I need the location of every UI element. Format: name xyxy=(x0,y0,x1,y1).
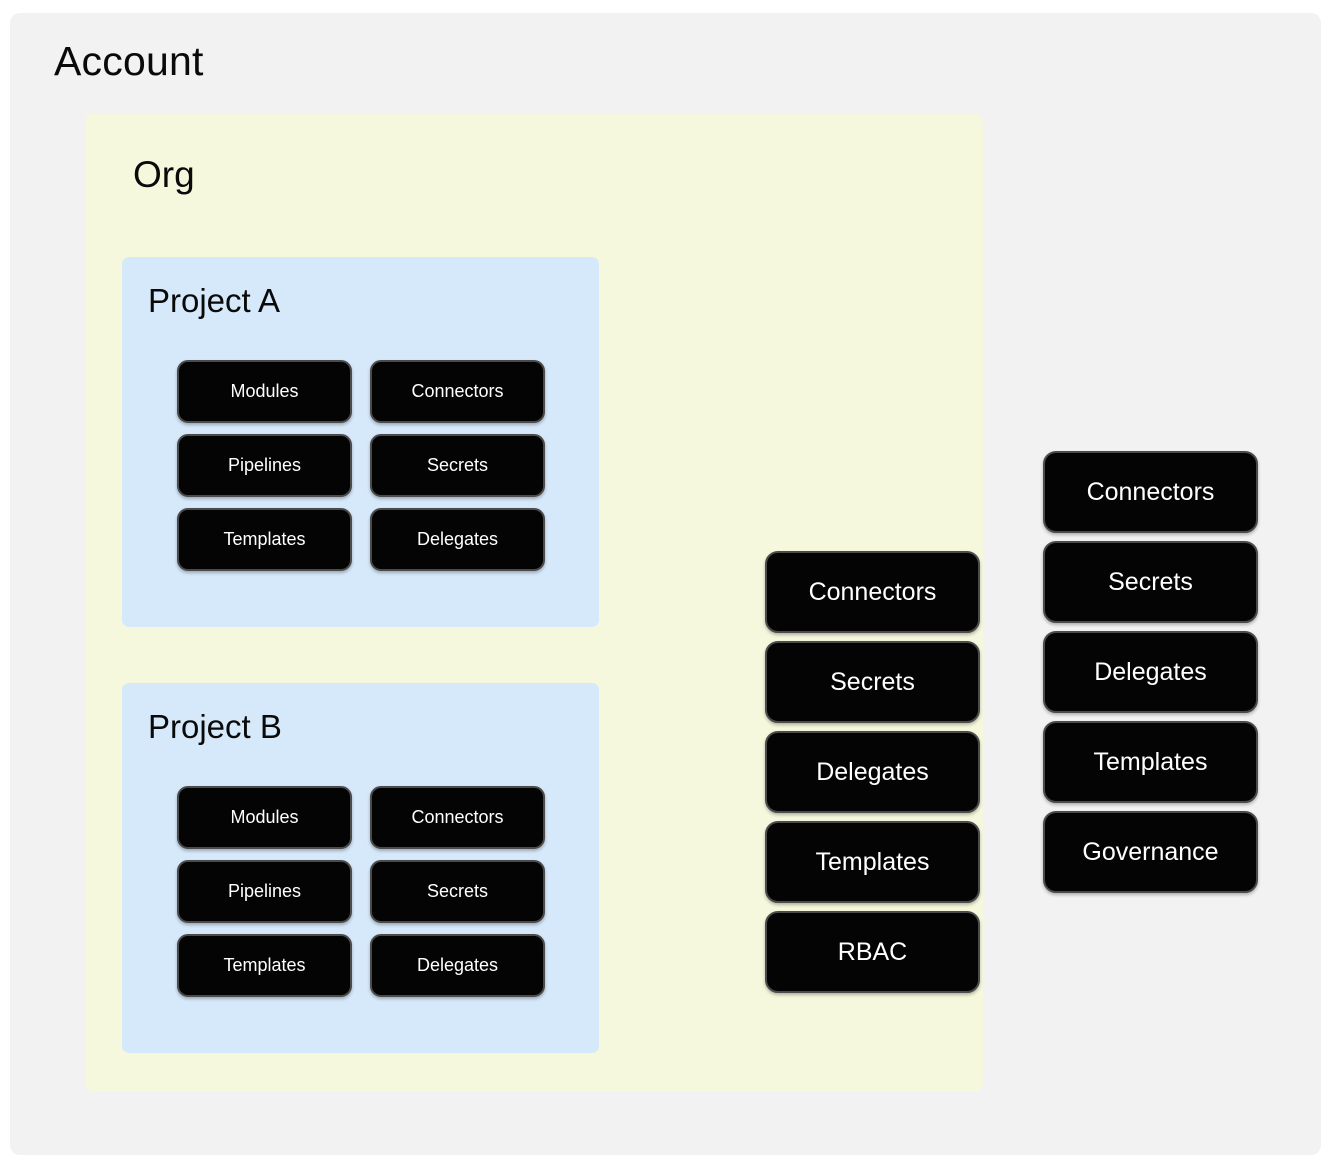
project-a-resource-secrets[interactable]: Secrets xyxy=(370,434,545,497)
account-scope-container: Account Org Project A Modules Connectors… xyxy=(10,13,1321,1155)
org-resource-column: Connectors Secrets Delegates Templates R… xyxy=(765,551,980,993)
project-a-resource-grid: Modules Connectors Pipelines Secrets Tem… xyxy=(177,360,545,571)
account-resource-secrets[interactable]: Secrets xyxy=(1043,541,1258,623)
project-b-title: Project B xyxy=(148,708,282,745)
project-b-resource-connectors[interactable]: Connectors xyxy=(370,786,545,849)
project-b-resource-pipelines[interactable]: Pipelines xyxy=(177,860,352,923)
project-a-resource-templates[interactable]: Templates xyxy=(177,508,352,571)
project-b-resource-secrets[interactable]: Secrets xyxy=(370,860,545,923)
org-resource-connectors[interactable]: Connectors xyxy=(765,551,980,633)
project-a-scope-container: Project A Modules Connectors Pipelines S… xyxy=(122,257,599,627)
org-resource-templates[interactable]: Templates xyxy=(765,821,980,903)
org-scope-container: Org Project A Modules Connectors Pipelin… xyxy=(85,113,983,1092)
project-a-title: Project A xyxy=(148,282,281,319)
org-resource-rbac[interactable]: RBAC xyxy=(765,911,980,993)
org-resource-delegates[interactable]: Delegates xyxy=(765,731,980,813)
project-b-resource-modules[interactable]: Modules xyxy=(177,786,352,849)
project-b-resource-delegates[interactable]: Delegates xyxy=(370,934,545,997)
account-resource-delegates[interactable]: Delegates xyxy=(1043,631,1258,713)
account-resource-column: Connectors Secrets Delegates Templates G… xyxy=(1043,451,1258,893)
project-b-resource-grid: Modules Connectors Pipelines Secrets Tem… xyxy=(177,786,545,997)
account-resource-governance[interactable]: Governance xyxy=(1043,811,1258,893)
project-b-resource-templates[interactable]: Templates xyxy=(177,934,352,997)
project-a-resource-delegates[interactable]: Delegates xyxy=(370,508,545,571)
account-resource-connectors[interactable]: Connectors xyxy=(1043,451,1258,533)
org-resource-secrets[interactable]: Secrets xyxy=(765,641,980,723)
project-a-resource-connectors[interactable]: Connectors xyxy=(370,360,545,423)
project-b-scope-container: Project B Modules Connectors Pipelines S… xyxy=(122,683,599,1053)
account-title: Account xyxy=(54,38,204,84)
project-a-resource-pipelines[interactable]: Pipelines xyxy=(177,434,352,497)
org-title: Org xyxy=(133,154,195,195)
project-a-resource-modules[interactable]: Modules xyxy=(177,360,352,423)
account-resource-templates[interactable]: Templates xyxy=(1043,721,1258,803)
